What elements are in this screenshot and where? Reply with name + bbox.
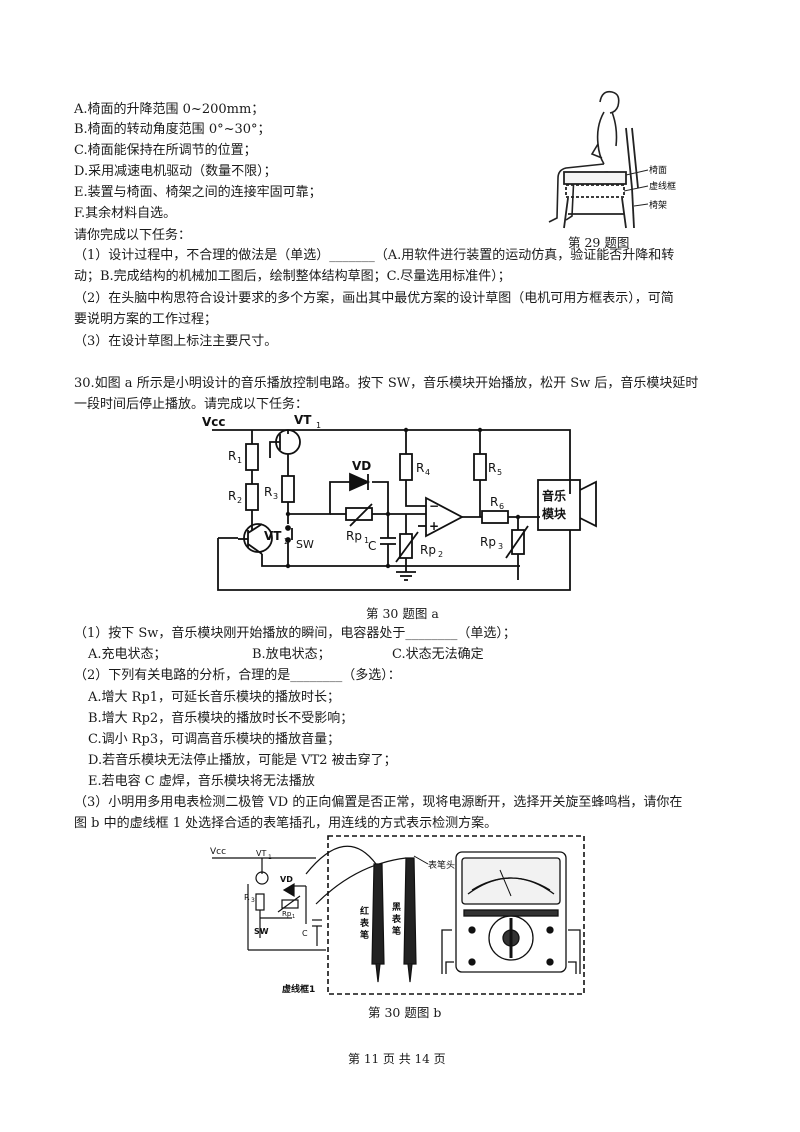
q29-task-1-cont: 动；B.完成结构的机械加工图后，绘制整体结构草图；C.尽量选用标准件）； — [74, 269, 511, 284]
r5-label: R — [488, 461, 496, 475]
q30-sub2-option-e: E.若电容 C 虚焊，音乐模块将无法播放 — [88, 774, 315, 789]
b-r3-label: R — [244, 893, 250, 902]
r2-label: R — [228, 489, 236, 503]
q29-requirement-c: C.椅面能保持在所调节的位置； — [74, 143, 257, 158]
q30-sub2-option-a: A.增大 Rp1，可延长音乐模块的播放时长； — [88, 690, 341, 705]
b-rp1-label: Rp — [282, 910, 292, 918]
r6-subscript: 6 — [499, 502, 504, 511]
q30-figure-b: Vcc VT 1 R 3 VD Rp 1 SW C 虚线框1 表笔头 红 表 笔… — [210, 835, 585, 995]
b-r3-subscript: 3 — [251, 897, 255, 904]
q29-task-3: （3）在设计草图上标注主要尺寸。 — [74, 334, 278, 349]
dashed-box-1 — [327, 835, 585, 995]
r1-subscript: 1 — [237, 456, 242, 465]
vt2-label: VT — [264, 529, 282, 543]
vd-label: VD — [352, 459, 371, 473]
vt1-subscript: 1 — [316, 421, 321, 430]
vt2-subscript: 2 — [284, 537, 289, 546]
pen-tip-label: 表笔头 — [428, 859, 455, 871]
b-vt1-label: VT — [256, 849, 266, 858]
multimeter — [441, 851, 581, 974]
b-vd-label: VD — [280, 875, 293, 884]
sw-label: SW — [296, 538, 314, 551]
opamp-minus: − — [429, 499, 439, 513]
frame-label: 椅架 — [649, 199, 667, 211]
red-pen-char2: 表 — [359, 917, 370, 929]
q30-sub2-option-d: D.若音乐模块无法停止播放，可能是 VT2 被击穿了； — [88, 753, 397, 768]
black-pen-char3: 笔 — [392, 925, 401, 937]
q30-figure-b-caption: 第 30 题图 b — [368, 1005, 442, 1020]
dashed-box-1-label: 虚线框1 — [282, 983, 315, 995]
q29-chair-figure: 椅面 虚线框 椅架 — [548, 90, 676, 229]
rp2-subscript: 2 — [438, 550, 443, 559]
red-pen-char1: 红 — [360, 905, 369, 917]
dashed-box-label: 虚线框 — [649, 180, 676, 192]
q30-figure-a-caption: 第 30 题图 a — [366, 606, 439, 621]
vcc-label: Vcc — [202, 415, 226, 429]
r4-subscript: 4 — [425, 468, 430, 477]
q29-prompt: 请你完成以下任务： — [74, 228, 192, 243]
q29-task-1: （1）设计过程中，不合理的做法是（单选）_______（A.用软件进行装置的运动… — [74, 248, 675, 263]
q30-sub2-option-c: C.调小 Rp3，可调高音乐模块的播放音量； — [88, 732, 341, 747]
b-vt1-subscript: 1 — [268, 854, 272, 861]
q30-intro-cont: 一段时间后停止播放。请完成以下任务： — [74, 397, 309, 412]
r3-label: R — [264, 485, 272, 499]
music-module-line1: 音乐 — [542, 488, 566, 503]
r6-label: R — [490, 495, 498, 509]
vt1-label: VT — [294, 414, 312, 427]
q30-sub1-question: （1）按下 Sw，音乐模块刚开始播放的瞬间，电容器处于________（单选）； — [74, 626, 516, 641]
black-pen-char1: 黑 — [392, 902, 401, 913]
q29-task-2: （2）在头脑中构思符合设计要求的多个方案，画出其中最优方案的设计草图（电机可用方… — [74, 291, 674, 306]
seat-label: 椅面 — [649, 164, 667, 176]
r5-subscript: 5 — [497, 468, 502, 477]
q30-intro: 30.如图 a 所示是小明设计的音乐播放控制电路。按下 SW，音乐模块开始播放，… — [74, 376, 699, 391]
q29-requirement-a: A.椅面的升降范围 0~200mm； — [74, 102, 265, 117]
q30-sub3-question-cont: 图 b 中的虚线框 1 处选择合适的表笔插孔，用连线的方式表示检测方案。 — [74, 816, 498, 831]
b-sw-label: SW — [254, 927, 269, 936]
q30-sub1-option-c: C.状态无法确定 — [392, 647, 484, 662]
q29-figure-caption: 第 29 题图 — [568, 235, 630, 250]
rp3-label: Rp — [480, 535, 496, 549]
q29-requirement-b: B.椅面的转动角度范围 0°~30°； — [74, 122, 271, 137]
q29-requirement-f: F.其余材料自选。 — [74, 206, 177, 221]
music-module-line2: 模块 — [542, 506, 567, 521]
q30-sub3-question: （3）小明用多用电表检测二极管 VD 的正向偏置是否正常，现将电源断开，选择开关… — [74, 795, 683, 810]
red-pen-char3: 笔 — [360, 929, 369, 941]
rp3-subscript: 3 — [498, 542, 503, 551]
rp1-subscript: 1 — [364, 536, 369, 545]
b-c-label: C — [302, 929, 308, 938]
rp1-label: Rp — [346, 529, 362, 543]
r1-label: R — [228, 449, 236, 463]
q30-sub1-option-b: B.放电状态； — [252, 647, 331, 662]
c-label: C — [368, 539, 376, 553]
q30-sub2-question: （2）下列有关电路的分析，合理的是________（多选）： — [74, 668, 401, 683]
q30-sub1-option-a: A.充电状态； — [88, 647, 167, 662]
r2-subscript: 2 — [237, 496, 242, 505]
b-vcc-label: Vcc — [210, 847, 226, 857]
opamp-plus: + — [429, 519, 439, 533]
q30-circuit-a: Vcc VT 1 R 1 R 2 R 3 VT 2 SW VD Rp 1 C R… — [202, 414, 597, 591]
q30-sub2-option-b: B.增大 Rp2，音乐模块的播放时长不受影响； — [88, 711, 354, 726]
r3-subscript: 3 — [273, 492, 278, 501]
page-footer: 第 11 页 共 14 页 — [348, 1052, 446, 1066]
q29-task-2-cont: 要说明方案的工作过程； — [74, 312, 218, 327]
b-rp1-subscript: 1 — [292, 914, 295, 920]
r4-label: R — [416, 461, 424, 475]
rp2-label: Rp — [420, 543, 436, 557]
q29-requirement-e: E.装置与椅面、椅架之间的连接牢固可靠； — [74, 185, 322, 200]
q29-requirement-d: D.采用减速电机驱动（数量不限）； — [74, 164, 277, 179]
black-pen-char2: 表 — [391, 913, 402, 925]
